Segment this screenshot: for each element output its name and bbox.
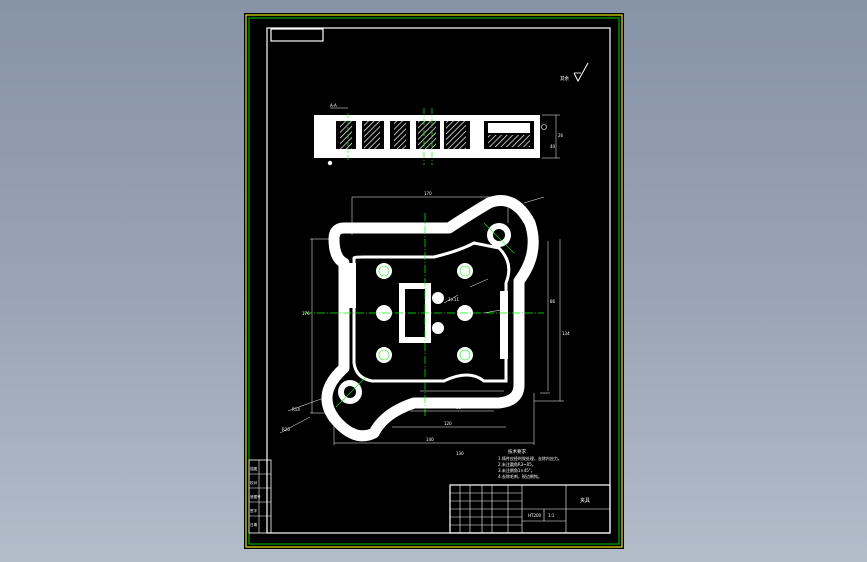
drawing-sheet: 其余 A-A [244,13,624,549]
tech-item: 1.铸件应经时效处理，去除内应力。 [498,455,562,461]
tech-item: 3.未注倒角1×45°。 [498,467,535,473]
section-label: A-A [330,103,337,108]
side-table: 描图 校对 底图号 签字 日期 [248,459,272,534]
svg-text:底图号: 底图号 [250,494,261,499]
svg-text:日期: 日期 [250,522,258,527]
svg-text:130: 130 [456,451,464,456]
plan-view: 170 176 86 134 96 120 140 130 R20 R14 3×… [279,191,570,456]
section-view: A-A [314,103,564,166]
svg-text:120: 120 [444,421,452,426]
svg-text:其余: 其余 [560,75,569,82]
svg-text:140: 140 [426,437,434,442]
svg-text:R20: R20 [282,427,290,432]
svg-text:3×11: 3×11 [448,297,459,302]
svg-text:描图: 描图 [250,466,258,471]
svg-text:96: 96 [456,405,462,410]
drawing-number-box [270,28,324,42]
svg-text:校对: 校对 [250,480,258,485]
svg-text:26: 26 [558,133,564,138]
tech-item: 2.未注圆角R3~R5。 [498,461,536,467]
svg-text:签字: 签字 [250,508,258,513]
outer-frame-yellow [245,14,623,548]
drawing-canvas: 其余 A-A [245,14,623,548]
technical-requirements: 技术要求 1.铸件应经时效处理，去除内应力。 2.未注圆角R3~R5。 3.未注… [498,448,562,479]
title-block: 夹具 HT200 1:1 [449,484,611,534]
part-name: 夹具 [580,497,590,504]
svg-text:40: 40 [550,144,556,149]
svg-text:176: 176 [302,311,310,316]
outer-frame-green [248,17,620,545]
svg-text:86: 86 [550,299,556,304]
tech-item: 4.去除毛刺，锐边倒钝。 [498,473,542,479]
svg-text:170: 170 [424,191,432,196]
svg-text:134: 134 [562,331,570,336]
svg-text:R14: R14 [292,407,300,412]
tech-title: 技术要求 [508,448,526,455]
scale: 1:1 [548,513,555,518]
roughness-symbol-icon: 其余 [560,62,589,83]
material: HT200 [528,513,542,518]
